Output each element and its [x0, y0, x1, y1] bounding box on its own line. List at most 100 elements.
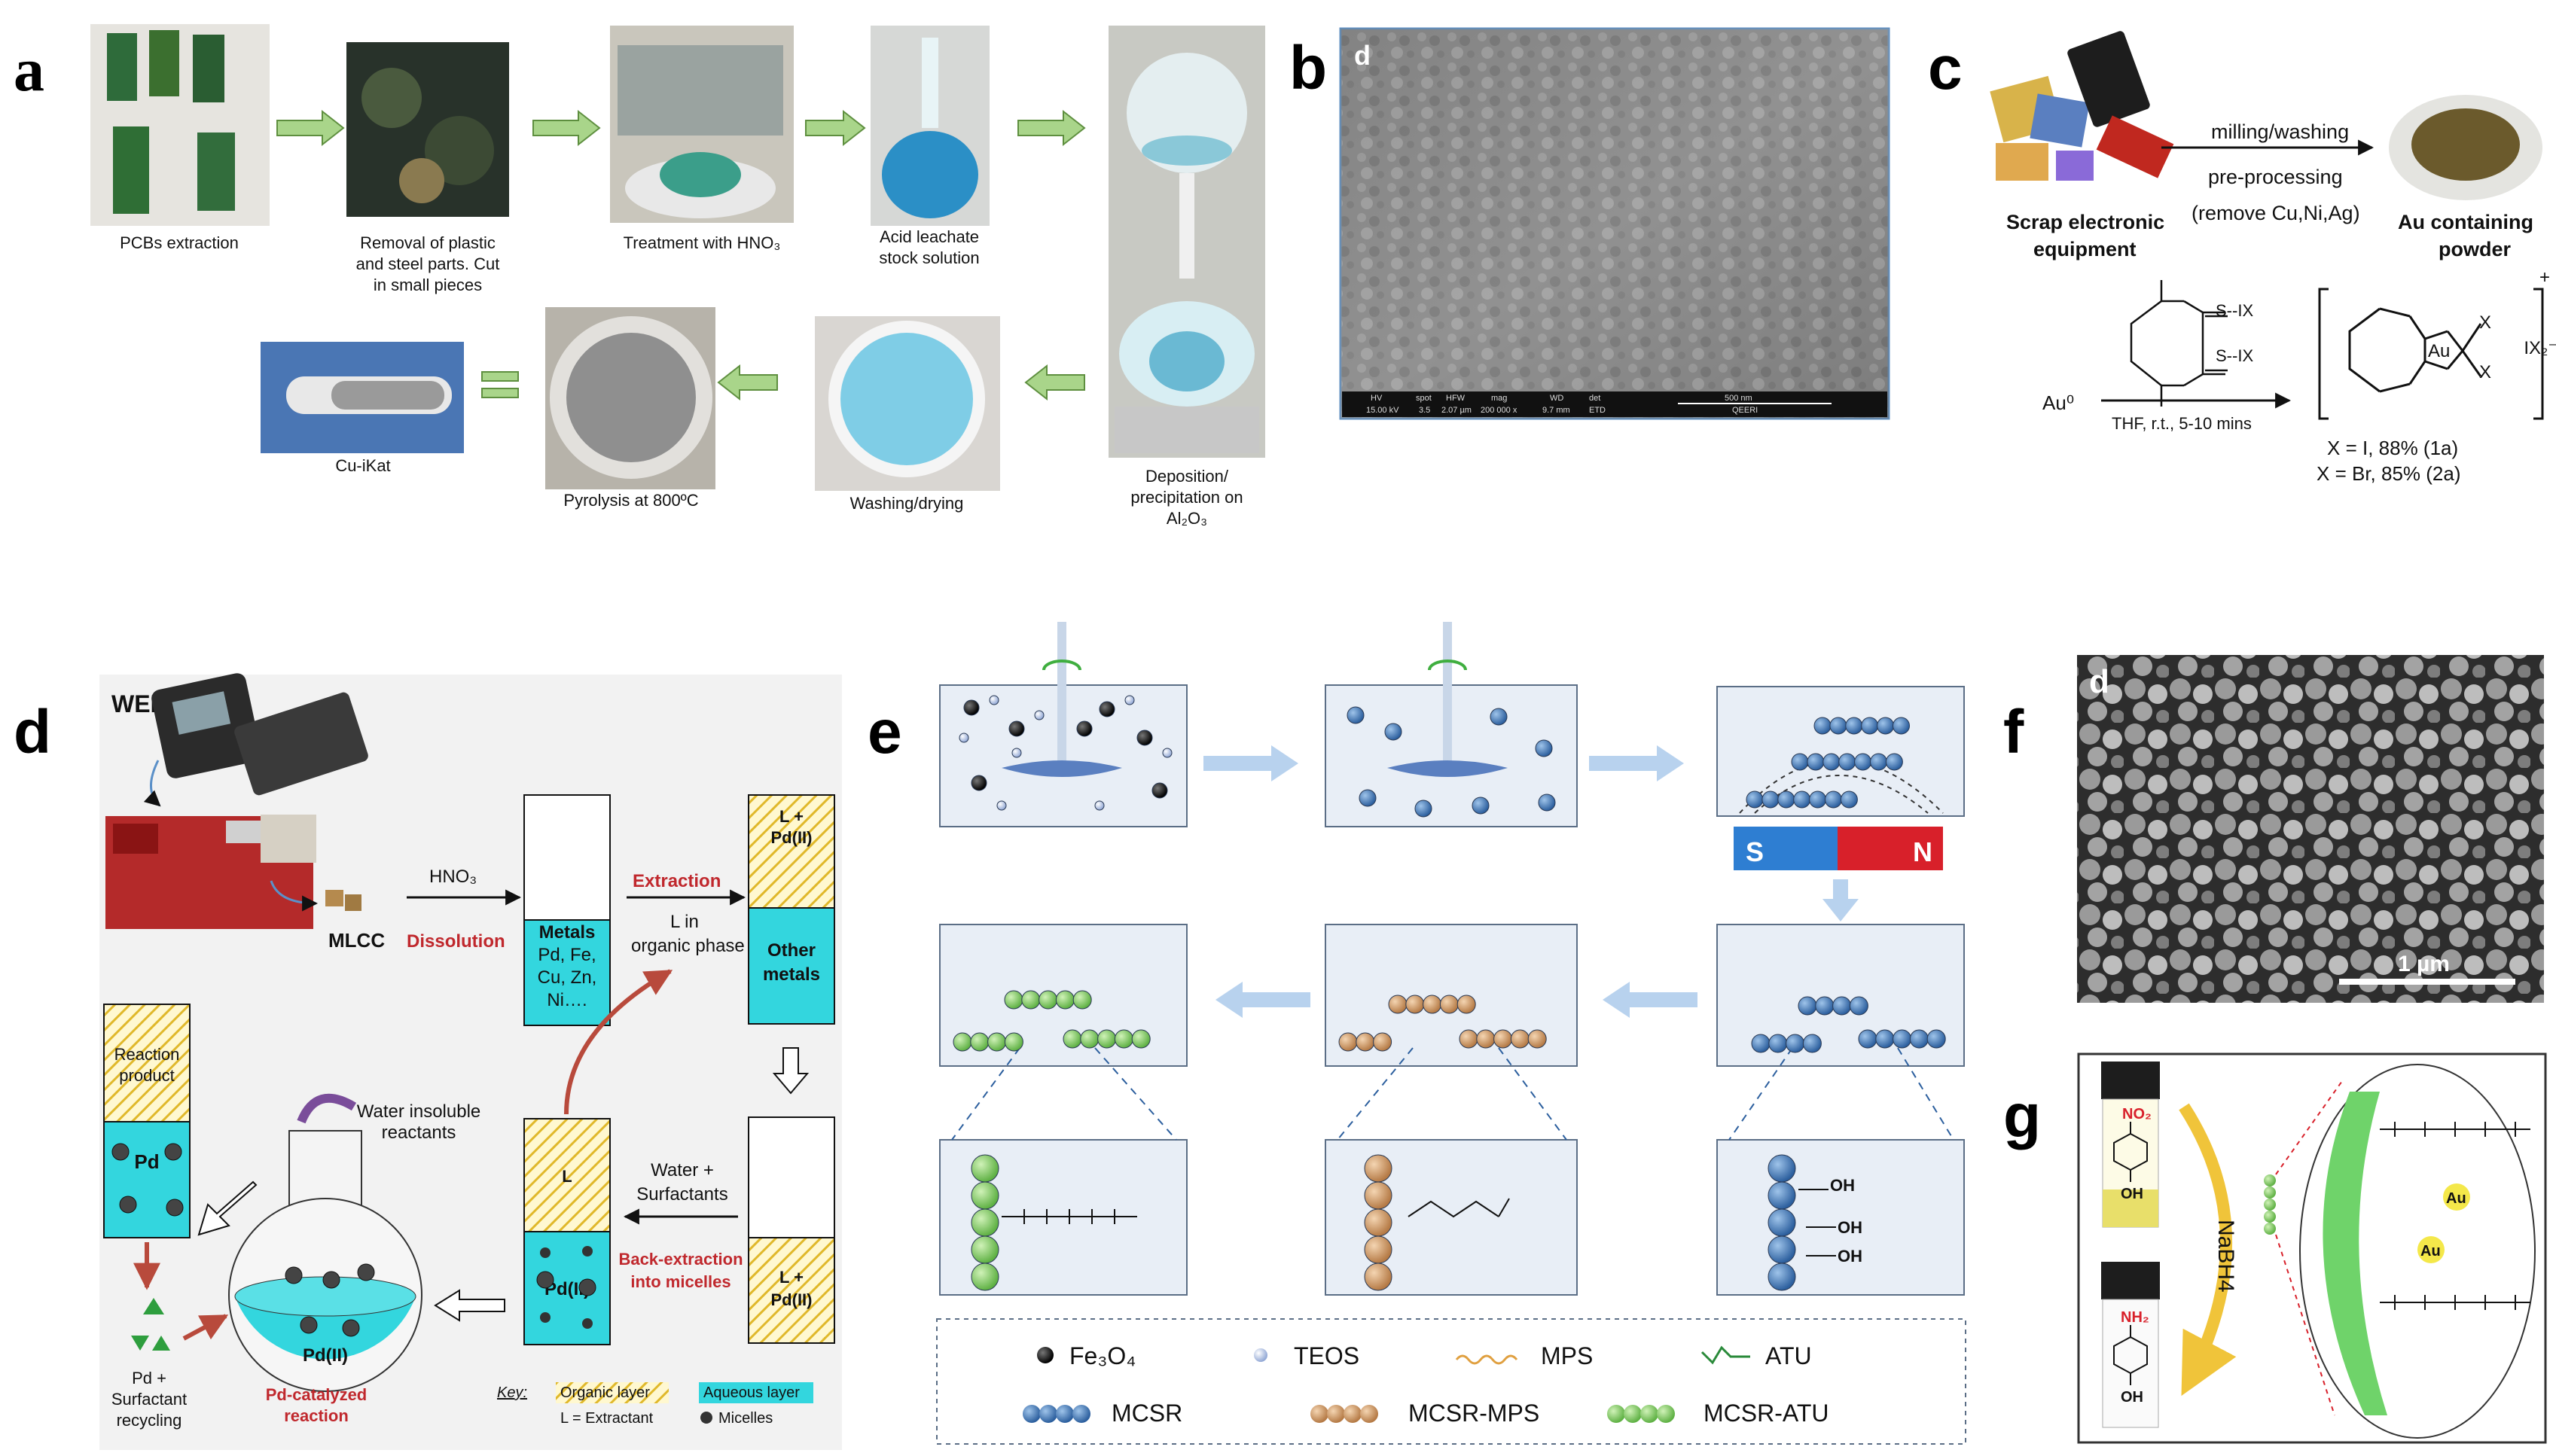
mcsr-mps-bead — [1388, 995, 1408, 1014]
d-organic-phase: organic phase — [631, 936, 745, 956]
d-back-extraction-2: into micelles — [630, 1272, 731, 1291]
nitrophenol-structure — [2113, 1122, 2148, 1182]
d-pd-catalyzed: Pd-catalyzed reaction — [266, 1385, 368, 1425]
c-arrow-bottom: (remove Cu,Ni,Ag) — [2192, 202, 2360, 224]
panel-d: d WEEE MLCC HNO₃ Dissolution Metals Pd, … — [14, 673, 842, 1450]
photo-acid-leachate — [871, 26, 990, 226]
caption-removal-1: Removal of plastic — [360, 233, 496, 252]
d-key-label: Key: — [497, 1384, 527, 1401]
d-key-aqueous: Aqueous layer — [703, 1384, 800, 1401]
d-extraction: Extraction — [633, 871, 721, 891]
fe3o4-particle — [971, 775, 987, 791]
au-powder-image — [2389, 95, 2542, 200]
g-au-1 — [2443, 1183, 2470, 1211]
mcsr-chain-bead — [1840, 790, 1858, 809]
fe3o4-particle — [1008, 720, 1025, 737]
e-magnet-n: N — [1913, 836, 1932, 867]
legend-mps-marker — [1455, 1354, 1518, 1365]
sem-b-scale-label: 500 nm — [1725, 394, 1752, 403]
zoom-atu-bead — [971, 1181, 999, 1210]
legend-teos: TEOS — [1294, 1342, 1359, 1369]
mcsr-chain-bead — [1829, 717, 1847, 735]
scrap-electronics-image — [1990, 31, 2174, 181]
arrow-left-2 — [717, 364, 778, 401]
photo-scrap-pieces — [346, 42, 509, 217]
d-pd-recycling-1: Pd + — [132, 1369, 166, 1387]
fe3o4-particle — [963, 699, 980, 716]
panel-e: e S N — [868, 622, 1966, 1445]
photo-deposition — [1109, 26, 1265, 458]
mcsr-chain-bead — [1849, 996, 1868, 1016]
mcsr-chain-bead — [1877, 717, 1895, 735]
g-catalyst-beads — [2264, 1174, 2276, 1235]
zoom-mcsr-bead — [1768, 1235, 1796, 1264]
mcsr-mps-bead — [1439, 995, 1459, 1014]
caption-pcbs: PCBs extraction — [120, 233, 239, 252]
legend-mcsr-atu-marker — [1607, 1405, 1675, 1423]
mcsr-particle — [1535, 739, 1553, 757]
fe3o4-particle — [1136, 730, 1153, 746]
d-water-insoluble-2: reactants — [382, 1122, 456, 1143]
mcsr-chain-bead — [1786, 1034, 1805, 1053]
yield-1: X = I, 88% (1a) — [2327, 437, 2458, 459]
g-zoom-lines — [2275, 1080, 2343, 1416]
yield-texts: X = I, 88% (1a) X = Br, 85% (2a) — [2317, 437, 2460, 485]
mcsr-chain-bead — [1798, 996, 1817, 1016]
fe3o4-particle — [1076, 720, 1093, 737]
d-pd-catalyzed-2: reaction — [284, 1406, 349, 1425]
e-zoom-chains — [1002, 1189, 1836, 1256]
sem-footer-det: det — [1589, 394, 1600, 403]
legend-mps: MPS — [1541, 1342, 1593, 1369]
caption-leachate-2: stock solution — [879, 248, 979, 267]
mcsr-mps-bead — [1423, 995, 1442, 1014]
sem-b-footer-text: HV 15.00 kV spot 3.5 HFW 2.07 µm mag 200… — [1366, 394, 1758, 415]
legend-fe3o4: Fe₃O₄ — [1069, 1342, 1136, 1369]
c-left-label-1: Scrap electronic — [2006, 211, 2164, 233]
mcsr-atu-bead — [970, 1032, 990, 1052]
d-tube-metals-aqueous — [523, 919, 611, 1026]
d-key-micelles: Micelles — [718, 1410, 773, 1427]
mcsr-atu-bead — [1004, 990, 1023, 1010]
e-legend: Fe₃O₄ TEOS MPS ATU MCSR MCSR-MPS MCSR-AT… — [1023, 1342, 1829, 1427]
e-zoom-boxes — [939, 1047, 1965, 1296]
d-reaction-product-1: Reaction — [114, 1045, 180, 1064]
mcsr-atu-bead — [1114, 1029, 1133, 1049]
g-au-label-2: Au — [2420, 1243, 2441, 1260]
panel-a-captions: PCBs extraction Removal of plastic and s… — [120, 227, 1243, 528]
panel-letter-d: d — [14, 698, 51, 766]
photo-washing-drying — [815, 316, 1000, 491]
g-polymer — [2380, 1122, 2530, 1310]
zoom-atu-bead — [971, 1154, 999, 1183]
sem-footer-hfw: HFW — [1446, 394, 1466, 403]
sem-footer-wd: WD — [1550, 394, 1563, 403]
reagent-sx-1: S--IX — [2216, 301, 2253, 320]
d-mlcc-arrow — [270, 880, 319, 912]
teos-particle — [1094, 800, 1105, 811]
yield-2: X = Br, 85% (2a) — [2317, 462, 2460, 485]
teos-particle — [1011, 748, 1022, 758]
mcsr-particle — [1359, 789, 1377, 807]
sem-footer-lab: QEERI — [1732, 406, 1758, 415]
caption-deposition-3: Al₂O₃ — [1167, 509, 1207, 528]
micelle — [536, 1271, 554, 1289]
product-x-2: X — [2479, 362, 2491, 382]
panel-g: g NO₂ OH NH₂ OH NaBH4 — [2003, 1052, 2547, 1444]
zoom-mcsr-bead — [1768, 1263, 1796, 1291]
d-diagonal-arrow — [197, 1180, 258, 1236]
sem-image-f — [2077, 655, 2544, 1003]
e-oh-3: OH — [1838, 1247, 1862, 1266]
g-reduction-arrow — [2179, 1103, 2237, 1397]
mcsr-chain-bead — [1893, 717, 1910, 735]
g-nabh4: NaBH4 — [2213, 1220, 2238, 1293]
teos-particle — [996, 800, 1007, 811]
arrow-right-4 — [1017, 109, 1086, 147]
mcsr-mps-bead — [1456, 995, 1476, 1014]
d-metals-line-3: Ni…. — [547, 990, 587, 1010]
mcsr-chain-bead — [1838, 753, 1856, 771]
legend-mcsr-mps-marker — [1310, 1405, 1378, 1423]
mcsr-atu-bead — [1004, 1032, 1023, 1052]
teos-particle — [959, 733, 969, 743]
d-metals-line-1: Pd, Fe, — [538, 945, 596, 965]
mcsr-mps-bead — [1459, 1029, 1478, 1049]
photo-cu-ikat — [261, 342, 464, 453]
